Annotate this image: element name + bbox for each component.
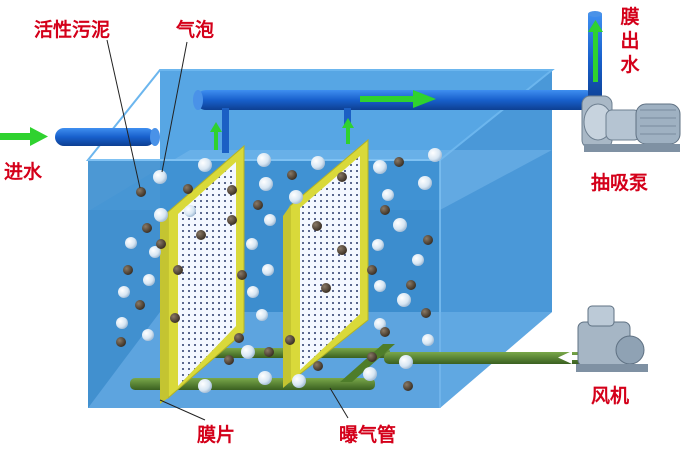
- blower-label: 风机: [591, 385, 630, 407]
- suction-flow-arrow: [360, 90, 436, 108]
- membrane-sheet-label: 膜片: [197, 424, 236, 446]
- activated-sludge-label: 活性污泥: [34, 19, 111, 41]
- bubbles: [116, 148, 442, 393]
- suction-pump-label: 抽吸泵: [591, 172, 649, 194]
- water-in-label: 进水: [4, 161, 43, 183]
- inlet-pipe: [55, 128, 160, 146]
- membrane-outlet-label: 膜出水: [620, 6, 640, 76]
- sludge-particles: [116, 157, 433, 391]
- bubbles-label: 气泡: [176, 19, 215, 41]
- blower-icon: [576, 305, 648, 372]
- membrane-up-arrows: [210, 118, 354, 150]
- aeration-pipe-label: 曝气管: [339, 424, 397, 446]
- leader-lines: [106, 39, 349, 421]
- outlet-riser: [588, 11, 603, 104]
- membrane-panel-2: [283, 138, 369, 388]
- inlet-arrow: [0, 127, 48, 146]
- suction-pump-icon: [581, 95, 681, 152]
